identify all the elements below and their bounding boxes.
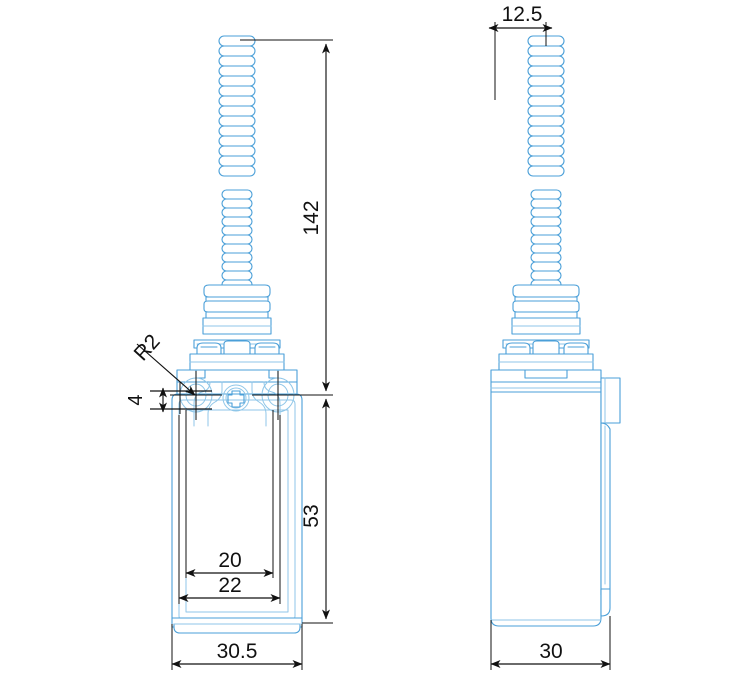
dim-20-label: 20 xyxy=(218,549,241,572)
front-view-body xyxy=(171,393,303,634)
front-view-plunger-internals xyxy=(193,381,281,427)
side-view-boot-collar xyxy=(511,284,581,335)
dim-22: 22 xyxy=(178,415,281,604)
dim-53-label: 53 xyxy=(300,504,323,527)
dim-142-label: 142 xyxy=(300,200,323,235)
front-view-boot-collar xyxy=(202,284,272,335)
dim-30-5-label: 30.5 xyxy=(217,640,258,663)
front-view-upper-spring xyxy=(218,35,256,177)
side-view xyxy=(490,35,621,627)
dim-4: 4 xyxy=(125,382,212,414)
dim-30-5: 30.5 xyxy=(171,624,303,670)
dim-22-label: 22 xyxy=(218,574,241,597)
dim-12-5-label: 12.5 xyxy=(502,3,543,26)
side-view-head xyxy=(498,339,594,371)
dim-30: 30 xyxy=(490,616,611,670)
front-view-head xyxy=(189,339,285,371)
side-view-upper-spring xyxy=(527,35,565,177)
dim-20: 20 xyxy=(185,410,274,578)
side-view-body xyxy=(490,369,621,627)
dim-53: 53 xyxy=(297,394,333,624)
front-view xyxy=(171,35,303,634)
side-view-lower-spring xyxy=(530,189,562,290)
dim-12-5: 12.5 xyxy=(488,3,553,100)
front-view-phillips-screw xyxy=(222,384,250,412)
dim-4-label: 4 xyxy=(125,394,147,405)
dim-r2-label: R2 xyxy=(130,330,165,365)
front-view-lower-spring xyxy=(221,189,253,290)
dim-30-label: 30 xyxy=(539,640,562,663)
